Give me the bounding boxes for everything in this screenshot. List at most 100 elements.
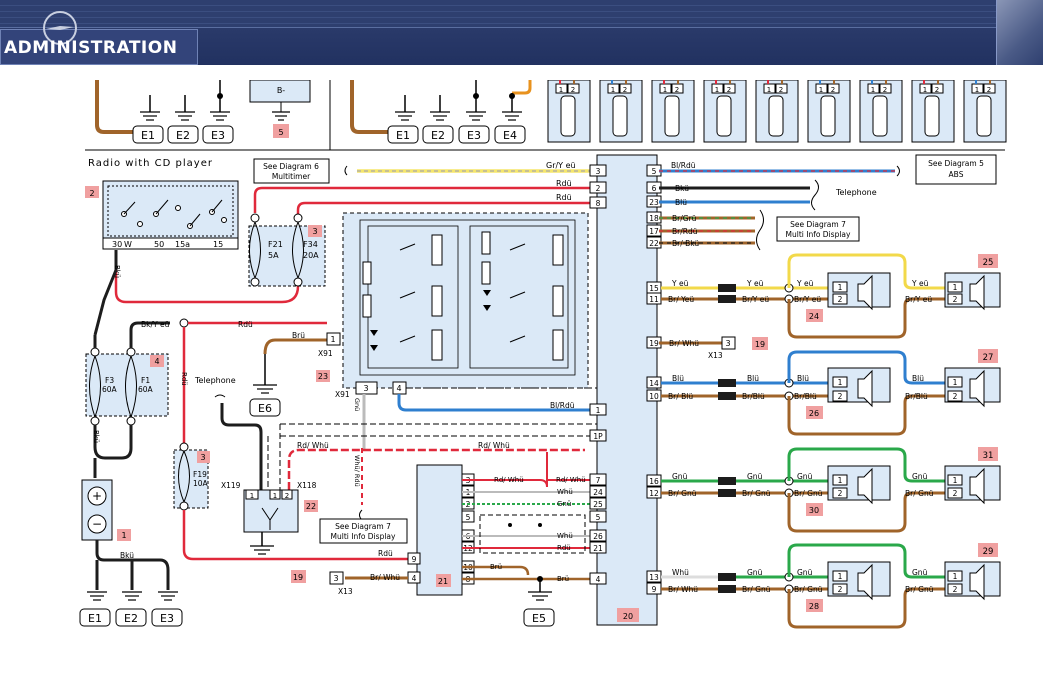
- see-diag5-1: See Diagram 5: [928, 159, 984, 168]
- top-connector-pin: [711, 83, 724, 94]
- speaker-a-num: 26: [809, 409, 819, 418]
- radio-pins: 30 W 50 15a 15: [112, 240, 223, 249]
- speaker-b-num-box: [978, 349, 998, 363]
- wire-label-rdwh4: Rd/ Whü: [494, 476, 524, 484]
- telephone-right: Telephone: [835, 188, 877, 197]
- module20-left-pin: [589, 485, 607, 498]
- wire-label-whu3: Whü: [557, 532, 573, 540]
- speaker-b-icon: [969, 563, 985, 601]
- fuse4-60a-2: 60A: [138, 385, 154, 394]
- speaker-wire-label: Br/ Blü: [668, 392, 693, 401]
- module20-left-pin: [589, 181, 607, 194]
- wire-label-brwh21: Br/ Whü: [370, 573, 400, 582]
- module20-left-pin-label: 1: [596, 406, 601, 415]
- module20-left-pin: [589, 541, 607, 554]
- top-connector-pin-label: 2: [883, 86, 887, 94]
- module20-right-pin-label: 16: [649, 477, 659, 486]
- wire-label-rdwh2: Rd/ Whü: [478, 441, 510, 450]
- ground-e6: E6: [258, 402, 272, 415]
- top-connector-pin: [555, 83, 568, 94]
- top-connector-coil: [716, 95, 732, 137]
- speaker-b-pin: [947, 376, 963, 388]
- telephone-left: Telephone: [194, 376, 236, 385]
- see-diag7-bottom-1: See Diagram 7: [335, 522, 391, 531]
- top-connector-pin-label: 2: [623, 86, 627, 94]
- module20-left-pin-label: 1P: [593, 432, 603, 441]
- wire-label-whu2: Whü: [557, 488, 573, 496]
- module21-pin-label: 9: [412, 555, 417, 564]
- speaker-a-pin: [832, 281, 848, 293]
- svg-text:2: 2: [285, 492, 289, 500]
- radio-num-box: [85, 186, 99, 198]
- speaker-loop-wire: [787, 297, 945, 339]
- speaker-wire-label: Y eü: [671, 279, 689, 288]
- module20-right-pin-label: 9: [652, 585, 657, 594]
- speaker-wire-label: Gnü: [797, 568, 813, 577]
- module20-left-pin: [589, 497, 607, 510]
- top-connector-pin: [867, 83, 880, 94]
- fuse3-f34: F34: [303, 240, 318, 249]
- module20-left-pin-label: 7: [596, 476, 601, 485]
- top-connector-coil: [612, 95, 628, 137]
- top-connector-pin-label: 2: [675, 86, 679, 94]
- module20-right-pin-label: 13: [649, 573, 659, 582]
- module20-right-pin-label: 15: [649, 284, 659, 293]
- module20-left-pin: [589, 529, 607, 542]
- speaker-a-pin-label: 1: [838, 283, 843, 292]
- ground-b-num: 5: [278, 128, 283, 137]
- page-title: ADMINISTRATION: [4, 38, 178, 58]
- top-connector-pin: [607, 83, 620, 94]
- speaker-a-pin-label: 1: [838, 476, 843, 485]
- speaker-wire-label: Blü: [747, 374, 759, 383]
- ground-label-e3: E3: [211, 129, 225, 142]
- speaker-b-pin: [947, 390, 963, 402]
- bottom-ground-e2: E2: [124, 612, 138, 625]
- ground-b-label: B-: [277, 86, 285, 95]
- top-connector-pin-label: 1: [923, 86, 927, 94]
- speaker-wire-label: Br/ Gnü: [668, 489, 697, 498]
- speaker-a-icon: [857, 369, 873, 408]
- top-connector-pin-label: 1: [663, 86, 667, 94]
- top-bar: [0, 0, 1043, 27]
- fuse3-5a: 5A: [268, 251, 279, 260]
- num21: 21: [438, 577, 448, 586]
- see-diag7-bottom-2: Multi Info Display: [331, 532, 397, 541]
- speaker-a-num: 30: [809, 506, 819, 515]
- fuse19-num: 3: [200, 453, 205, 462]
- top-connector-pin-label: 1: [819, 86, 823, 94]
- top-connector-coil: [924, 95, 940, 137]
- corner-graphic: [996, 0, 1043, 65]
- wire-label-rdwh: Rd/ Whü: [297, 441, 329, 450]
- module21-pin: [407, 552, 421, 565]
- speaker-wire-label: Blü: [912, 374, 924, 383]
- top-connector-pin-label: 1: [767, 86, 771, 94]
- x119: X119: [221, 481, 241, 490]
- wire-label-bru: Brü: [292, 331, 305, 340]
- speaker-a-pin: [832, 474, 848, 486]
- speaker-a-pin-label: 1: [838, 378, 843, 387]
- svg-text:+: +: [92, 489, 102, 503]
- speaker-plug: [718, 379, 736, 387]
- speaker-wire-label: Br/ Yeü: [668, 295, 694, 304]
- wire-label-brwh19: Br/ Whü: [669, 339, 699, 348]
- speaker-wire-label: Y eü: [746, 279, 764, 288]
- wire-label-bk: Bkü: [675, 184, 689, 193]
- wire-label-bru3: Brü: [557, 575, 569, 583]
- wire-label-bku-v2: Bkü: [92, 430, 100, 443]
- top-connector-pin: [659, 83, 672, 94]
- title-box: [0, 29, 198, 65]
- fuse4-f1: F1: [141, 376, 150, 385]
- module20-left-pin: [589, 403, 607, 416]
- see-diag6-line2: Multitimer: [272, 172, 311, 181]
- speaker-loop-wire: [787, 350, 945, 385]
- x118: X118: [297, 481, 317, 490]
- speaker-a-pin-label: 2: [838, 489, 843, 498]
- speaker-b-icon: [969, 369, 985, 408]
- wire-label-rdu-low: Rdü: [378, 549, 393, 558]
- speaker-b-pin-label: 1: [953, 476, 958, 485]
- wire-label-brgr: Br/Grü: [672, 214, 697, 223]
- wire-label-blrdu2: Bl/Rdü: [550, 401, 575, 410]
- svg-text:3: 3: [363, 384, 368, 393]
